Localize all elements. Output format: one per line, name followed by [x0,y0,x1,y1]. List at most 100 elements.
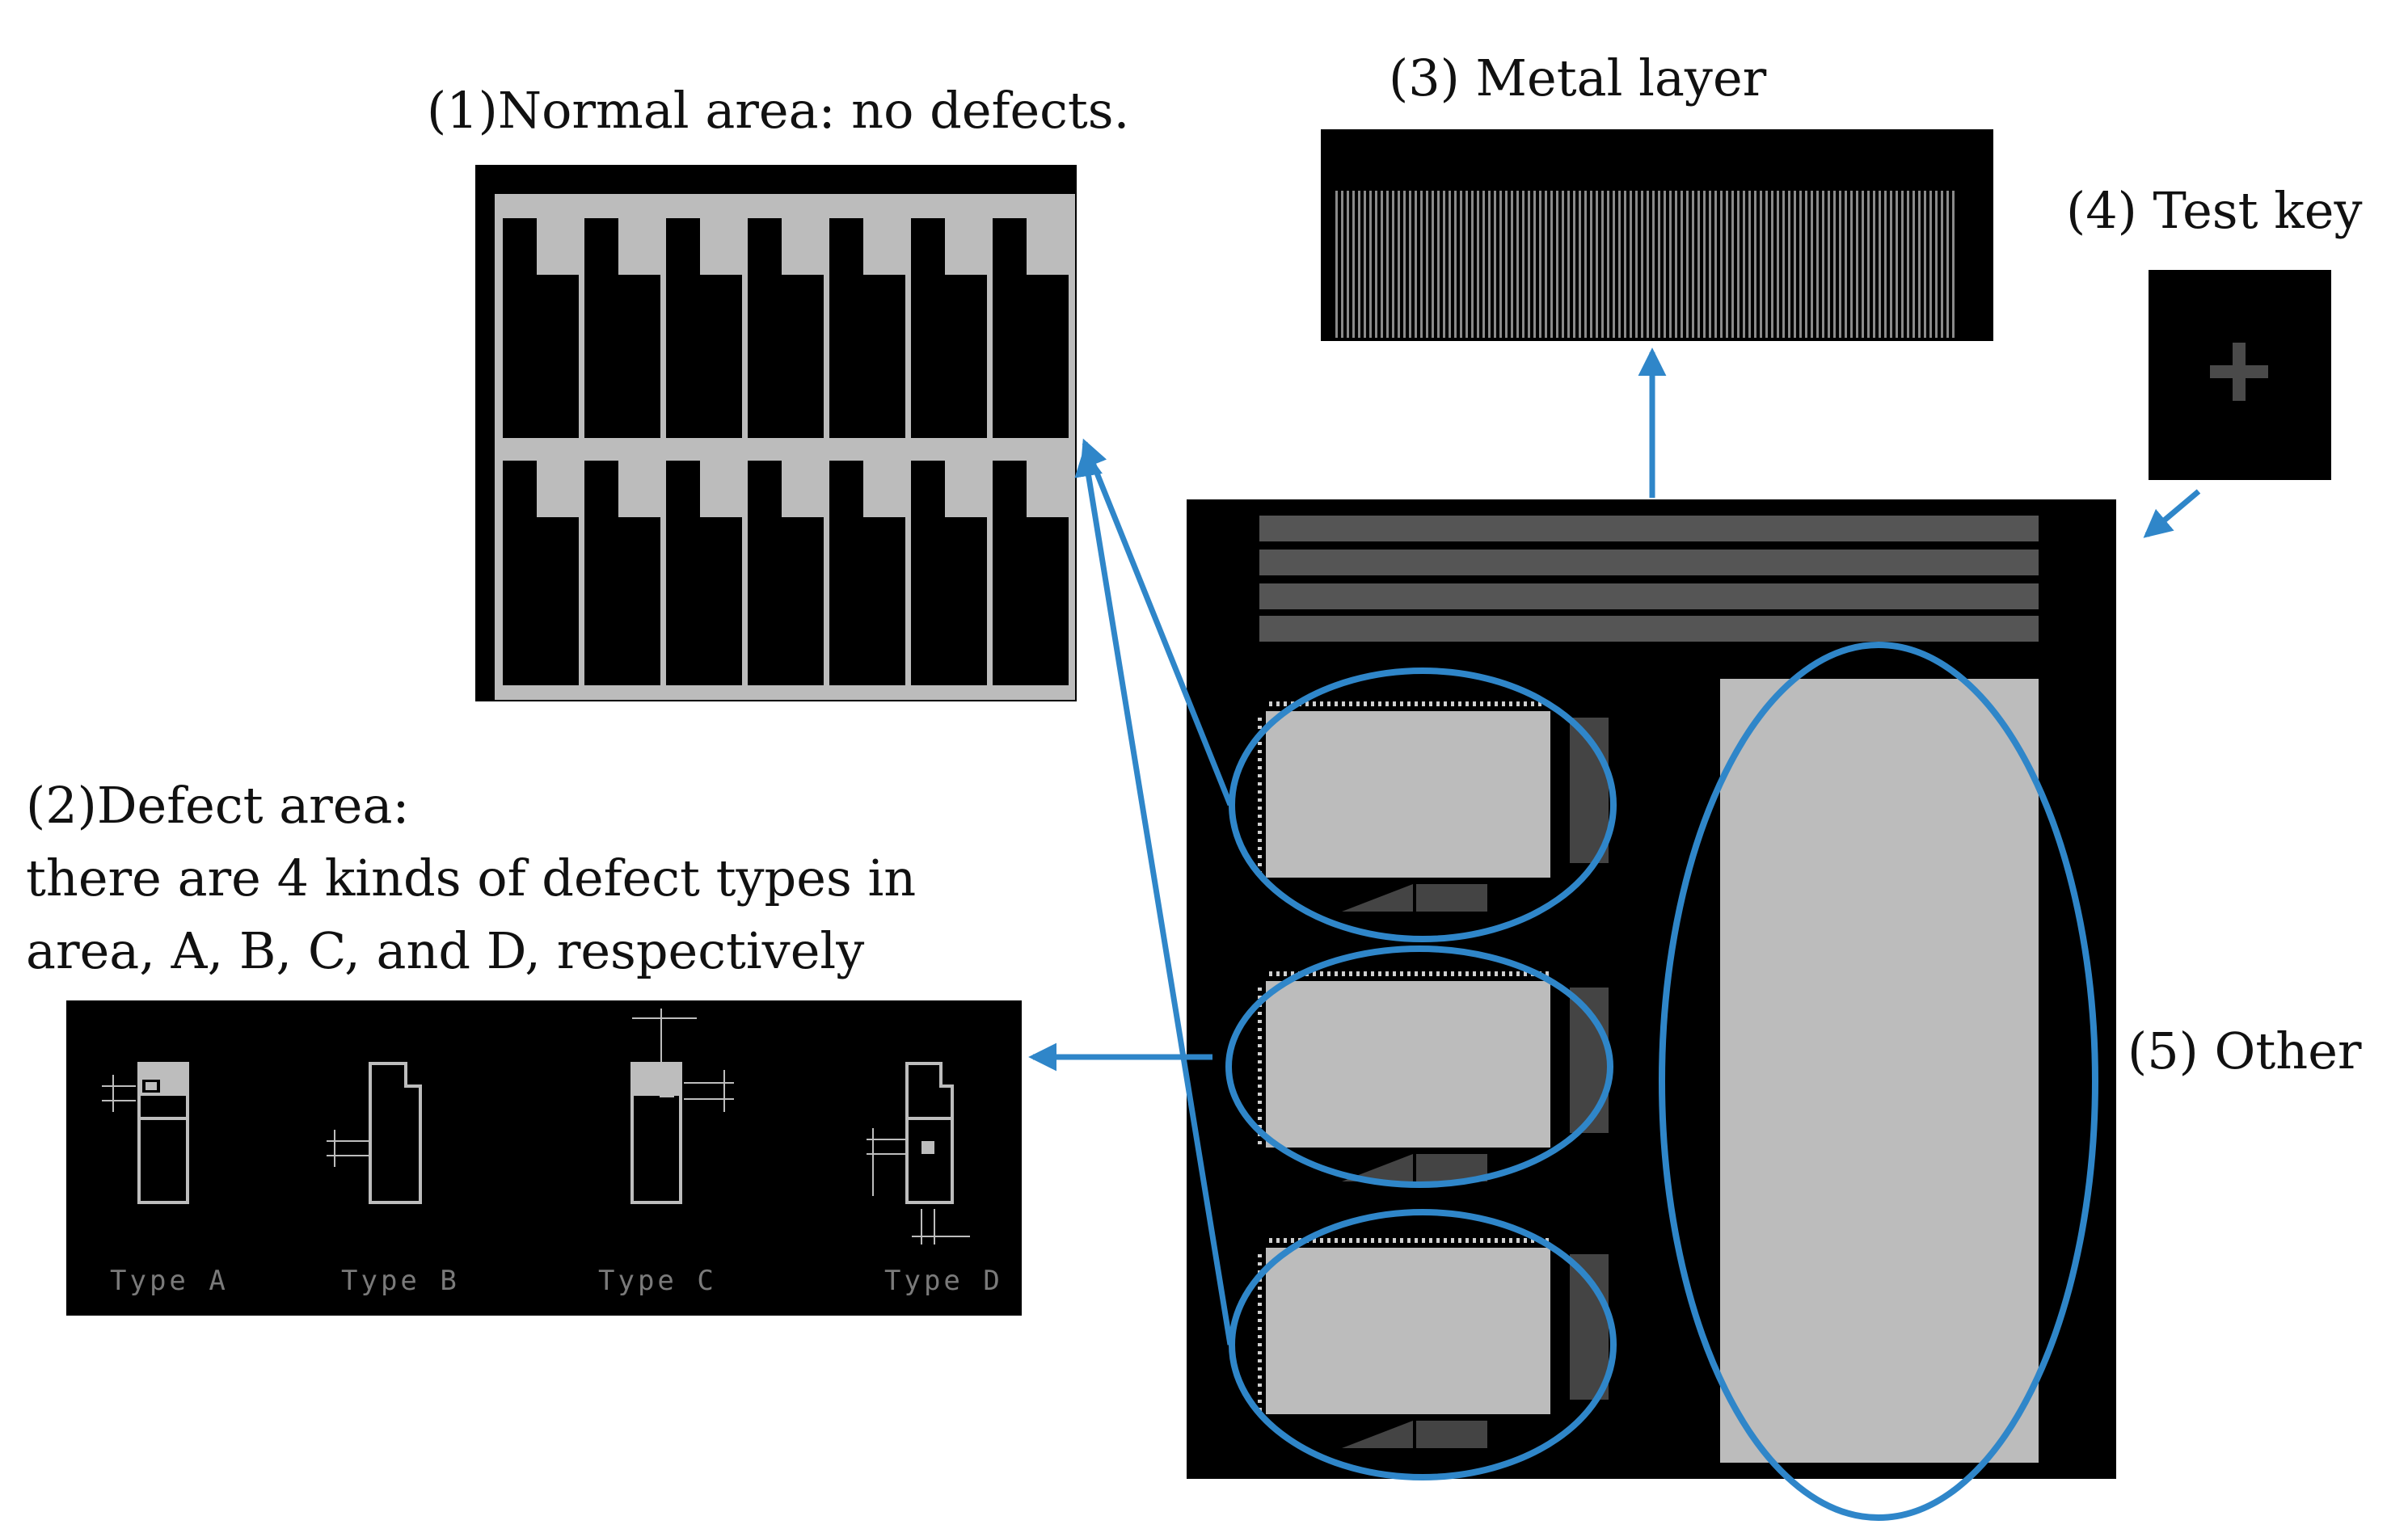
defect-area-label-line1: (2)Defect area: [26,776,409,835]
normal-area-cells-top [503,218,1069,438]
metal-line [1618,191,1621,338]
normal-cell [584,461,660,685]
metal-line [1918,191,1921,338]
metal-line [1392,191,1394,338]
highlight-ellipse-block-2 [1225,945,1613,1188]
metal-line [1822,191,1824,338]
chip-defect-block [1258,971,1609,1181]
chip-metal-bar-2 [1259,550,2039,575]
metal-line [1777,191,1779,338]
metal-line [1799,191,1802,338]
metal-line [1539,191,1541,338]
metal-line [1601,191,1604,338]
metal-line [1635,191,1638,338]
metal-line [1935,191,1938,338]
normal-cell [748,461,824,685]
normal-cell [503,218,579,438]
metal-line [1794,191,1796,338]
normal-area-cells-bottom [503,461,1069,685]
metal-line [1833,191,1836,338]
metal-line [1488,191,1491,338]
metal-line [1630,191,1632,338]
metal-line [1726,191,1728,338]
metal-line [1754,191,1756,338]
metal-line [1437,191,1440,338]
metal-line [1788,191,1790,338]
metal-line [1562,191,1564,338]
metal-line [1929,191,1932,338]
metal-line [1471,191,1474,338]
metal-line [1443,191,1445,338]
normal-cell [993,461,1069,685]
normal-area-label: (1)Normal area: no defects. [427,81,1129,140]
metal-line [1533,191,1536,338]
normal-cell [829,461,905,685]
defect-type-label: Type D [884,1265,1003,1297]
metal-line [1765,191,1768,338]
metal-line [1709,191,1711,338]
chip-metal-bar-4 [1259,616,2039,642]
metal-line [1369,191,1372,338]
defect-type-label: Type A [110,1265,229,1297]
normal-cell [666,461,742,685]
metal-line [1624,191,1626,338]
metal-line [1449,191,1451,338]
highlight-ellipse-block-3 [1229,1209,1617,1480]
metal-line [1816,191,1819,338]
metal-line [1811,191,1813,338]
metal-line [1890,191,1892,338]
chip-other-area [1720,679,2039,1463]
metal-line [1596,191,1598,338]
metal-line [1516,191,1519,338]
metal-line [1873,191,1875,338]
arrow-block1-to-normal [1080,438,1234,807]
normal-cell [911,218,987,438]
chip-defect-block [1258,701,1609,912]
metal-line [1482,191,1485,338]
metal-layer-lines [1335,191,1955,338]
metal-line [1460,191,1462,338]
normal-cell [993,218,1069,438]
chip-layout [1187,499,2116,1479]
normal-area-panel [475,165,1077,701]
metal-line [1567,191,1570,338]
defect-type-label: Type B [341,1265,460,1297]
metal-line [1647,191,1649,338]
defect-type-label: Type C [598,1265,717,1297]
metal-line [1845,191,1847,338]
metal-line [1386,191,1389,338]
metal-line [1697,191,1700,338]
metal-line [1896,191,1898,338]
normal-cell [503,461,579,685]
metal-line [1505,191,1508,338]
metal-line [1856,191,1858,338]
normal-cell [666,218,742,438]
metal-line [1912,191,1915,338]
metal-layer-panel [1321,129,1993,341]
other-label: (5) Other [2128,1021,2362,1080]
metal-line [1924,191,1926,338]
metal-line [1731,191,1734,338]
metal-line [1465,191,1468,338]
metal-line [1658,191,1660,338]
defect-area-label-line3: area, A, B, C, and D, respectively [26,921,864,980]
metal-line [1420,191,1423,338]
metal-line [1494,191,1496,338]
metal-line [1941,191,1943,338]
metal-line [1358,191,1360,338]
metal-line [1584,191,1587,338]
chip-metal-bar-1 [1259,516,2039,541]
metal-line [1867,191,1870,338]
arrow-test-key-to-chip [2143,489,2201,538]
metal-line [1850,191,1853,338]
metal-line [1946,191,1949,338]
metal-line [1375,191,1377,338]
defect-types-panel: Type A Type B Type C Type D [66,1000,1022,1316]
metal-line [1477,191,1479,338]
metal-line [1737,191,1740,338]
arrow-block3-to-normal [1074,448,1234,1346]
metal-line [1398,191,1400,338]
test-key-label: (4) Test key [2066,181,2363,240]
metal-line [1352,191,1355,338]
